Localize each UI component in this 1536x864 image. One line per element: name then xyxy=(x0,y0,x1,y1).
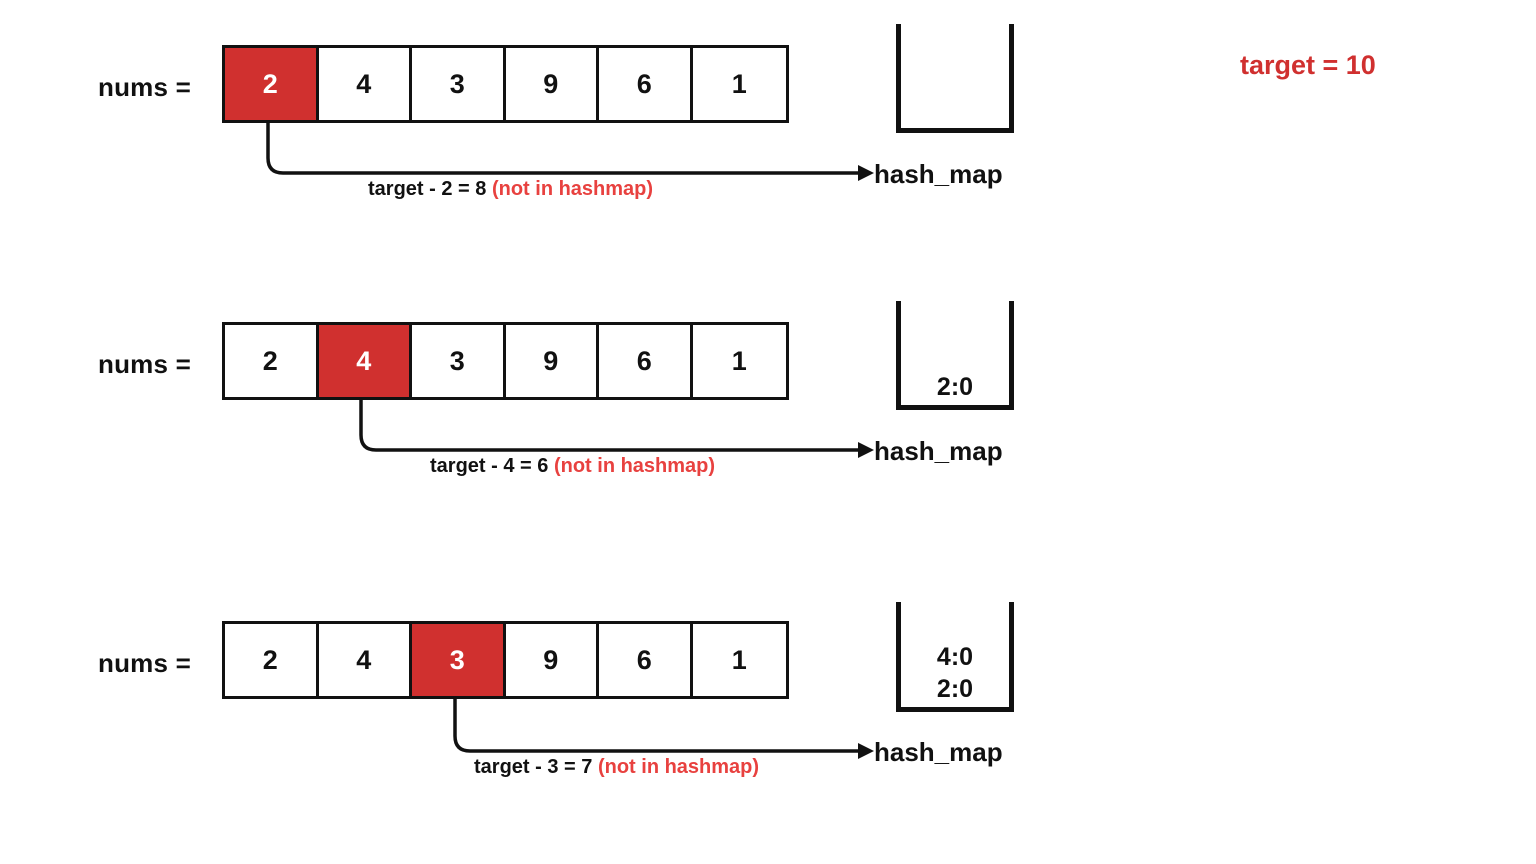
annotation-main-2: target - 4 = 6 xyxy=(430,455,549,477)
array-cell-2-0[interactable]: 2 xyxy=(225,325,319,397)
array-cell-2-5[interactable]: 1 xyxy=(692,325,786,397)
annotation-3: target - 3 = 7 (not in hashmap) xyxy=(474,756,759,779)
array-cell-2-3[interactable]: 9 xyxy=(505,325,599,397)
array-cell-3-1[interactable]: 4 xyxy=(318,624,412,696)
hash-map-arrow-label-1: hash_map xyxy=(874,159,1003,189)
nums-array-1: 2 4 3 9 6 1 xyxy=(222,45,789,123)
nums-array-3: 2 4 3 9 6 1 xyxy=(222,621,789,699)
hash-map-arrow-label-2: hash_map xyxy=(874,436,1003,466)
hash-map-arrow-label-3: hash_map xyxy=(874,737,1003,767)
hash-map-container-1 xyxy=(896,24,1014,133)
array-cell-1-3[interactable]: 9 xyxy=(505,48,599,120)
array-cell-2-2[interactable]: 3 xyxy=(412,325,506,397)
annotation-note-2: (not in hashmap) xyxy=(553,455,716,477)
array-cell-1-0[interactable]: 2 xyxy=(225,48,319,120)
annotation-main-1: target - 2 = 8 xyxy=(368,178,487,200)
array-cell-1-5[interactable]: 1 xyxy=(692,48,786,120)
hash-map-entry-3-0: 4:0 xyxy=(936,643,974,671)
annotation-2: target - 4 = 6 (not in hashmap) xyxy=(430,455,715,478)
nums-label-3: nums = xyxy=(98,648,191,678)
step-row-2: nums = 2 4 3 9 6 1 target - 4 = 6 (not i… xyxy=(0,277,1536,507)
annotation-1: target - 2 = 8 (not in hashmap) xyxy=(368,178,653,201)
annotation-main-3: target - 3 = 7 xyxy=(474,756,593,778)
array-cell-3-0[interactable]: 2 xyxy=(225,624,319,696)
array-cell-2-4[interactable]: 6 xyxy=(599,325,693,397)
array-cell-3-2[interactable]: 3 xyxy=(412,624,506,696)
hash-map-container-3: 4:0 2:0 xyxy=(896,602,1014,712)
array-cell-3-4[interactable]: 6 xyxy=(599,624,693,696)
array-cell-2-1[interactable]: 4 xyxy=(318,325,412,397)
nums-label-1: nums = xyxy=(98,72,191,102)
hash-map-entry-2-0: 2:0 xyxy=(936,373,974,401)
array-cell-1-2[interactable]: 3 xyxy=(412,48,506,120)
nums-array-2: 2 4 3 9 6 1 xyxy=(222,322,789,400)
array-cell-3-3[interactable]: 9 xyxy=(505,624,599,696)
annotation-note-3: (not in hashmap) xyxy=(597,756,760,778)
annotation-note-1: (not in hashmap) xyxy=(491,178,654,200)
target-label: target = 10 xyxy=(1240,50,1376,80)
array-cell-1-1[interactable]: 4 xyxy=(318,48,412,120)
array-cell-1-4[interactable]: 6 xyxy=(599,48,693,120)
array-cell-3-5[interactable]: 1 xyxy=(692,624,786,696)
step-row-3: nums = 2 4 3 9 6 1 target - 3 = 7 (not i… xyxy=(0,576,1536,806)
hash-map-entry-3-1: 2:0 xyxy=(936,675,974,703)
hash-map-container-2: 2:0 xyxy=(896,301,1014,410)
step-row-1: nums = 2 4 3 9 6 1 target - 2 = 8 (not i… xyxy=(0,0,1536,230)
nums-label-2: nums = xyxy=(98,349,191,379)
